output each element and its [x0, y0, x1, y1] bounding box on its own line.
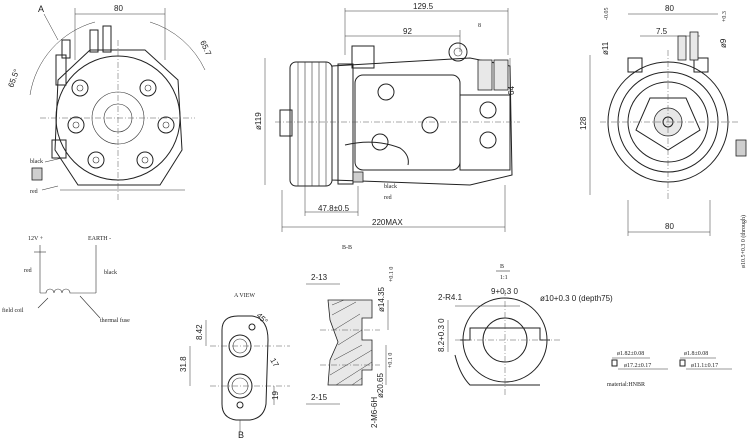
rear-hole-dia-1-tol: -0.05 [604, 8, 610, 21]
service-valve [102, 25, 112, 53]
bolt-boss [87, 151, 105, 169]
dim-bb-dia-bottom-tol: +0.1 0 [388, 353, 394, 368]
hole-count-label: 8 [478, 23, 481, 29]
height-note: 8.2+0.3 0 [437, 318, 446, 352]
service-valve [89, 29, 99, 53]
wiring-field-coil-label: field coil [2, 307, 24, 314]
side-view: 129.5 92 8 64 ø119 [254, 2, 520, 232]
wiring-diagram: 12V + EARTH - red black field coil therm… [2, 236, 130, 324]
wire-red-label: red [30, 189, 38, 195]
hub [279, 109, 293, 137]
dim-8-42: 8.42 [195, 324, 204, 340]
angle-45: 45° [255, 311, 270, 326]
oring2-section: ø1.8±0.08 [684, 351, 708, 357]
note-2-13: 2-13 [311, 273, 328, 282]
bolt-boss [67, 116, 85, 134]
mounting-hole [448, 42, 468, 62]
wiring-black-label: black [104, 270, 117, 276]
section-marker-b: B [238, 430, 244, 439]
dim-31-8: 31.8 [179, 356, 188, 372]
connector-plug [31, 167, 43, 181]
field-coil-symbol [40, 288, 96, 294]
front-view: A 80 65.5° 65.7 [6, 4, 213, 200]
dim-height-64: 64 [507, 86, 516, 95]
rear-hole-dia-2-tol: +0.3 [722, 11, 728, 22]
rear-offset: 7.5 [656, 27, 668, 36]
wiring-supply-label: 12V + [28, 236, 44, 242]
dim-17: 17 [268, 357, 281, 370]
compressor-body [331, 57, 513, 186]
dim-overall-length: 129.5 [413, 2, 434, 11]
section-bb-title: B-B [342, 245, 352, 251]
wiring-red-label: red [24, 268, 32, 274]
section-bb: B-B 2-13 ø14.35 +0.1 0 ø20.65 +0.1 0 2-M… [306, 245, 395, 428]
material-note: material:HNBR [607, 382, 645, 388]
bolt-boss [71, 79, 89, 97]
oring2-id: ø11.1±0.17 [691, 363, 718, 369]
note-2-15: 2-15 [311, 393, 328, 402]
valve-port [493, 59, 509, 91]
wiring-earth-label: EARTH - [88, 236, 111, 242]
section-c-detail: B 1:1 2-R4.1 9+0.3 0 ø10+0.3 0 (depth75)… [437, 264, 613, 395]
rear-view: 80 7.5 ø11 -0.05 ø9 +0.3 128 80 ø10.5+0.… [579, 4, 747, 268]
dim-max-length: 220MAX [372, 218, 403, 227]
section-c-title: B [500, 264, 504, 270]
side-wire-black: black [384, 184, 397, 190]
width-note: 9+0.3 0 [491, 287, 518, 296]
bolt-boss [136, 151, 154, 169]
view-marker-a: A [38, 4, 44, 14]
dim-bb-dia-bottom: ø20.65 [376, 373, 385, 398]
rear-through-hole: ø10.5+0.3 0 (through) [740, 215, 747, 268]
connector [51, 139, 67, 159]
dim-width-80: 80 [114, 4, 123, 13]
dim-bb-dia-top-tol: +0.1 0 [389, 267, 395, 282]
bolt-boss [139, 79, 157, 97]
dim-hole-spacing: 92 [403, 27, 412, 36]
clutch-plate [635, 97, 701, 151]
wire-black-label: black [30, 159, 43, 165]
section-a-view: A VIEW 8.42 31.8 19 17 45° B [179, 293, 290, 439]
radius-note: 2-R4.1 [438, 293, 463, 302]
wire-harness [344, 141, 409, 166]
section-c-scale: 1:1 [500, 275, 508, 281]
rear-width-bottom: 80 [665, 222, 674, 231]
o-ring-specs: ø1.82±0.08 ø17.2±0.17 ø1.8±0.08 ø11.1±0.… [607, 351, 732, 388]
oring1-id: ø17.2±0.17 [624, 363, 651, 369]
angle-right-label: 65.7 [198, 39, 213, 57]
side-wire-red: red [384, 195, 392, 201]
oring1-section: ø1.82±0.08 [617, 351, 644, 357]
angle-left-label: 65.5° [6, 68, 21, 89]
section-a-title: A VIEW [234, 293, 255, 299]
rear-height: 128 [579, 116, 588, 130]
valve-port [477, 59, 493, 91]
wiring-thermal-fuse-label: thermal fuse [100, 317, 130, 324]
bolt-boss [157, 116, 175, 134]
rear-width-top: 80 [665, 4, 674, 13]
thread-spec: 2-M6-6H [370, 397, 379, 428]
dim-pulley-dia: ø119 [254, 112, 263, 130]
view-arrow [43, 13, 59, 41]
rear-hole-dia-1: ø11 [601, 41, 610, 55]
dim-bb-dia-top: ø14.35 [377, 287, 386, 312]
section-a-flange [221, 315, 269, 421]
section-bb-profile [327, 299, 373, 386]
dim-19: 19 [271, 391, 280, 400]
rear-hole-dia-2: ø9 [719, 38, 728, 48]
dim-pulley-offset: 47.8±0.5 [318, 204, 350, 213]
depth-note: ø10+0.3 0 (depth75) [540, 294, 613, 303]
rear-connector [735, 139, 747, 157]
